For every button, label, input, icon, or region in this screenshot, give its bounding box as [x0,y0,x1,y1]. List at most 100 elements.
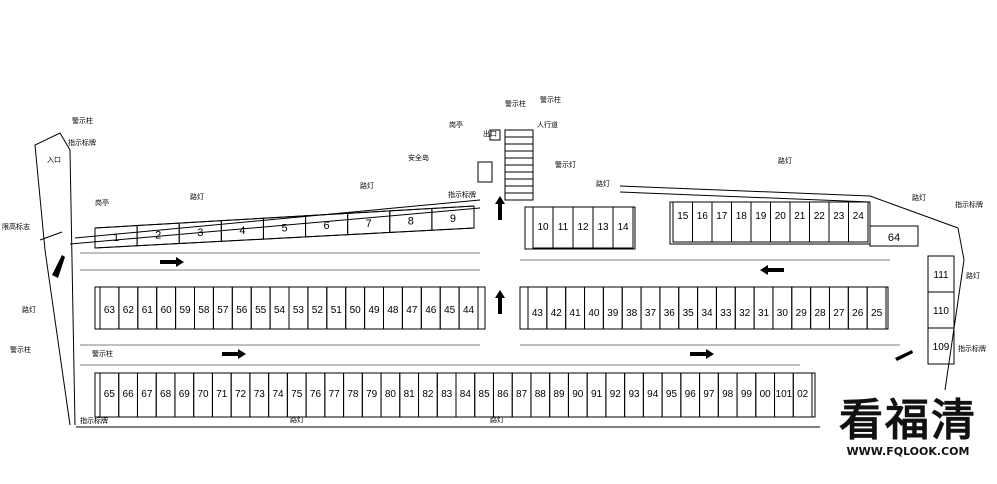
space-number-56: 56 [236,305,248,316]
direction-arrow [690,349,714,359]
space-number-30: 30 [777,308,789,319]
space-number-27: 27 [833,308,845,319]
space-number-17: 17 [716,211,728,222]
parking-space-64 [869,225,919,247]
space-number-111: 111 [933,270,949,281]
space-number-62: 62 [123,305,135,316]
space-number-90: 90 [572,389,584,400]
parking-space-19 [750,201,771,243]
guard-booth-label: 岗亭 [449,120,463,129]
guard-booth-label: 岗亭 [95,198,109,207]
parking-space-25 [866,286,887,330]
space-number-78: 78 [347,389,359,400]
space-number-96: 96 [685,389,697,400]
space-number-40: 40 [588,308,600,319]
light-label: 路灯 [190,192,204,201]
warning-post-label: 警示柱 [72,116,93,125]
entrance-label: 入口 [47,156,61,164]
space-number-8: 8 [408,216,414,228]
space-number-31: 31 [758,308,770,319]
space-number-83: 83 [441,389,453,400]
site-outline [34,129,965,428]
warning-post-label: 警示柱 [505,99,526,108]
guide-sign-label: 指示标牌 [955,200,983,209]
parking-space-18 [731,201,752,243]
space-number-60: 60 [161,305,173,316]
parking-space-24 [848,201,869,243]
guide-sign-label: 指示标牌 [68,138,96,147]
space-number-57: 57 [217,305,229,316]
space-number-29: 29 [796,308,808,319]
guide-sign-label: 指示标牌 [958,344,986,353]
warning-light-label: 警示灯 [555,160,576,169]
space-number-48: 48 [387,305,399,316]
parking-space-23 [828,201,849,243]
space-number-28: 28 [814,308,826,319]
space-number-16: 16 [697,211,709,222]
parking-space-17 [711,201,732,243]
space-number-86: 86 [497,389,509,400]
parking-space-16 [692,201,713,243]
space-number-32: 32 [739,308,751,319]
space-number-77: 77 [329,389,341,400]
space-number-26: 26 [852,308,864,319]
space-number-61: 61 [142,305,154,316]
space-number-3: 3 [197,227,203,239]
watermark: 看福清 WWW.FQLOOK.COM [838,397,978,459]
space-number-36: 36 [664,308,676,319]
space-number-65: 65 [104,389,116,400]
space-number-99: 99 [741,389,753,400]
light-label: 路灯 [966,271,980,280]
space-number-101: 101 [776,389,793,400]
space-number-54: 54 [274,305,286,316]
space-number-43: 43 [532,308,544,319]
light-label: 路灯 [490,415,504,424]
space-number-41: 41 [570,308,582,319]
warning-post-label: 警示柱 [10,345,31,354]
pedestrian-crossing-stripes [505,136,533,194]
light-label: 路灯 [596,179,610,188]
space-number-109: 109 [933,342,950,353]
parking-space-44 [458,286,479,330]
space-number-51: 51 [331,305,343,316]
parking-space-02 [792,372,813,418]
space-number-14: 14 [617,222,629,233]
light-label: 路灯 [22,305,36,314]
space-number-110: 110 [933,306,949,317]
space-number-38: 38 [626,308,638,319]
light-label: 路灯 [912,193,926,202]
exit-label: 出口 [483,129,497,138]
space-number-50: 50 [350,305,362,316]
space-number-55: 55 [255,305,267,316]
space-number-21: 21 [794,211,806,222]
space-number-7: 7 [366,218,372,230]
parking-space-22 [809,201,830,243]
space-number-88: 88 [535,389,547,400]
space-number-71: 71 [216,389,228,400]
security-island-label: 安全岛 [408,153,429,162]
pedestrian-label: 人行道 [537,120,558,129]
space-number-72: 72 [235,389,247,400]
space-number-67: 67 [141,389,153,400]
space-number-24: 24 [853,211,865,222]
space-number-66: 66 [123,389,135,400]
space-number-82: 82 [422,389,434,400]
space-number-63: 63 [104,305,116,316]
space-number-18: 18 [736,211,748,222]
space-number-44: 44 [463,305,475,316]
direction-arrow [495,196,505,220]
space-number-84: 84 [460,389,472,400]
space-number-69: 69 [179,389,191,400]
light-label: 路灯 [778,156,792,165]
space-number-70: 70 [197,389,209,400]
space-number-47: 47 [406,305,418,316]
space-number-95: 95 [666,389,678,400]
guide-sign-label: 指示标牌 [448,190,476,199]
direction-arrow [495,290,505,314]
space-number-59: 59 [179,305,191,316]
space-number-34: 34 [701,308,713,319]
space-number-1: 1 [113,232,119,244]
space-number-6: 6 [324,220,330,232]
